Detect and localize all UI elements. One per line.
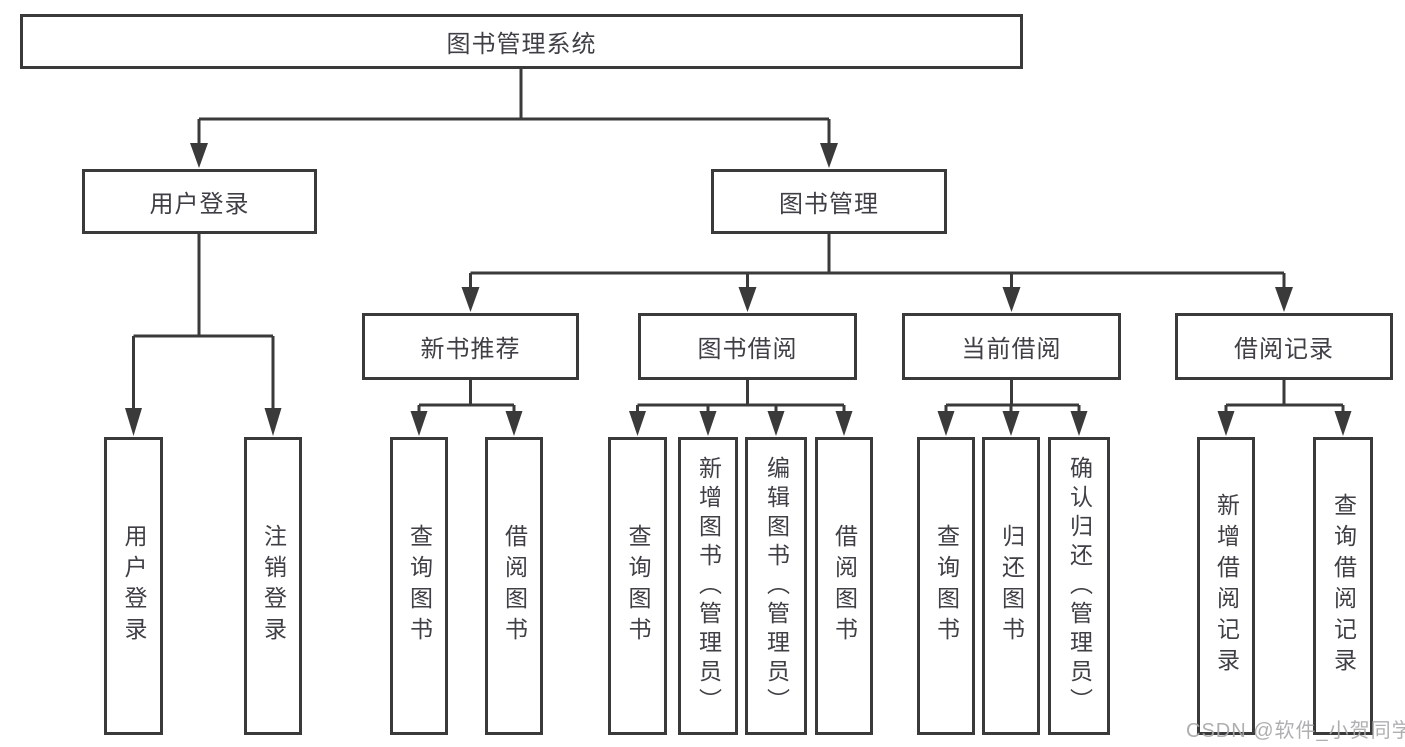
csdn-watermark: CSDN @软件_小贺同学 — [1186, 720, 1405, 742]
leaf-user-login-label: 用户登录 — [121, 524, 147, 648]
leaf-return-book: 归还图书 — [982, 437, 1040, 735]
node-new-book-recommend-label: 新书推荐 — [420, 336, 521, 363]
leaf-logout: 注销登录 — [244, 437, 302, 735]
leaf-borrow-book-2: 借阅图书 — [815, 437, 873, 735]
arrowhead-icons — [125, 143, 1352, 436]
node-user-login-label: 用户登录 — [149, 191, 250, 218]
leaf-add-borrow-record-label: 新增借阅记录 — [1213, 493, 1240, 679]
leaf-query-book-1-label: 查询图书 — [406, 524, 433, 648]
leaf-query-book-2: 查询图书 — [608, 437, 667, 735]
node-user-login: 用户登录 — [82, 169, 317, 234]
leaf-edit-book-admin: 编辑图书（管理员） — [745, 437, 807, 735]
leaf-user-login: 用户登录 — [104, 437, 163, 735]
leaf-return-book-label: 归还图书 — [998, 524, 1025, 648]
leaf-edit-book-admin-label: 编辑图书（管理员） — [763, 455, 790, 717]
leaf-confirm-return-admin-label: 确认归还（管理员） — [1066, 455, 1093, 717]
leaf-add-book-admin-label: 新增图书（管理员） — [695, 455, 722, 717]
node-borrow-record: 借阅记录 — [1175, 313, 1393, 380]
leaf-query-book-1: 查询图书 — [390, 437, 448, 735]
node-root-library-system: 图书管理系统 — [20, 14, 1023, 69]
leaf-query-book-2-label: 查询图书 — [625, 524, 651, 648]
leaf-query-borrow-record-label: 查询借阅记录 — [1330, 493, 1357, 679]
leaf-borrow-book-1: 借阅图书 — [485, 437, 543, 735]
leaf-borrow-book-1-label: 借阅图书 — [501, 524, 528, 648]
leaf-add-book-admin: 新增图书（管理员） — [678, 437, 738, 735]
node-book-borrow: 图书借阅 — [638, 313, 857, 380]
node-new-book-recommend: 新书推荐 — [362, 313, 579, 380]
leaf-logout-label: 注销登录 — [260, 524, 287, 648]
node-book-management: 图书管理 — [711, 169, 947, 234]
leaf-confirm-return-admin: 确认归还（管理员） — [1048, 437, 1110, 735]
leaf-query-borrow-record: 查询借阅记录 — [1313, 437, 1373, 735]
node-current-borrow: 当前借阅 — [902, 313, 1121, 380]
node-book-management-label: 图书管理 — [779, 191, 879, 218]
leaf-borrow-book-2-label: 借阅图书 — [831, 524, 858, 648]
node-book-borrow-label: 图书借阅 — [697, 336, 798, 363]
node-root-label: 图书管理系统 — [446, 31, 597, 58]
leaf-add-borrow-record: 新增借阅记录 — [1197, 437, 1255, 735]
node-current-borrow-label: 当前借阅 — [961, 336, 1062, 363]
node-borrow-record-label: 借阅记录 — [1234, 336, 1334, 363]
leaf-query-book-3-label: 查询图书 — [933, 524, 960, 648]
leaf-query-book-3: 查询图书 — [917, 437, 975, 735]
